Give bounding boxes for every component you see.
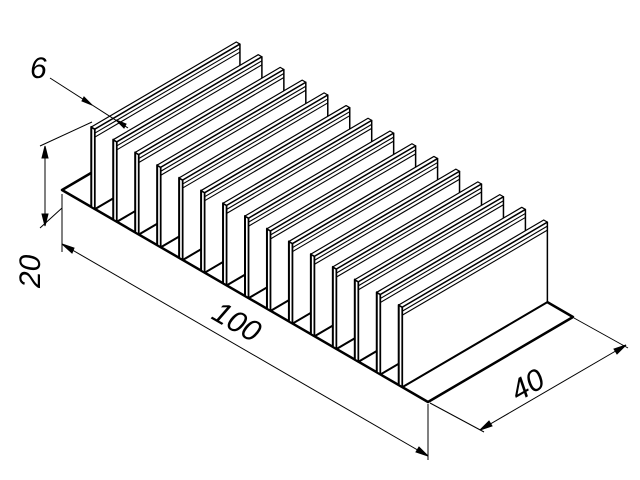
fin-lip-line xyxy=(270,149,416,236)
fin-lip-line xyxy=(204,111,351,198)
fin-lip-line xyxy=(336,187,482,274)
fin-lip-line xyxy=(94,47,241,134)
fin-root-line xyxy=(401,301,548,389)
dim-label-height: 20 xyxy=(14,254,47,289)
fin-lip-line xyxy=(380,216,526,303)
extension-line xyxy=(39,207,63,229)
dim-line-width xyxy=(479,344,627,431)
dim-label-width: 40 xyxy=(505,363,551,408)
fin-lip-line xyxy=(248,140,394,227)
arrowhead xyxy=(41,213,49,227)
dimension-lines xyxy=(39,77,629,460)
fin-lip-line xyxy=(160,85,307,172)
fin-lip-line xyxy=(358,204,504,291)
extension-line xyxy=(429,402,485,433)
fin-lip-line xyxy=(292,162,438,249)
fin-lip-line xyxy=(402,229,548,316)
fin-lip-line xyxy=(182,98,329,185)
arrowhead xyxy=(613,344,627,355)
fin-lip-line xyxy=(358,200,504,287)
fin-lip-line xyxy=(248,136,394,223)
arrowhead xyxy=(415,446,429,457)
extension-line xyxy=(39,121,93,147)
fin-lip-line xyxy=(314,178,460,265)
fin-lip-line xyxy=(336,191,482,278)
fin-lip-line xyxy=(314,174,460,261)
arrowhead xyxy=(115,119,127,129)
fin-lip-line xyxy=(292,166,438,253)
fin-lip-line xyxy=(270,153,416,240)
arrowhead xyxy=(41,145,49,159)
fin-lip-line xyxy=(226,123,372,210)
arrowhead xyxy=(61,243,75,254)
fin-lip-line xyxy=(116,60,263,147)
fin-lip-line xyxy=(160,89,307,176)
fin-lip-line xyxy=(116,64,263,151)
dim-line-length xyxy=(61,243,429,457)
fin-lip-line xyxy=(402,225,548,312)
arrowhead xyxy=(479,420,493,431)
fin-lip-line xyxy=(380,212,526,299)
fin-lip-line xyxy=(204,115,351,202)
heatsink-geometry xyxy=(60,41,575,404)
dim-label-pitch: 6 xyxy=(30,52,47,85)
arrowhead xyxy=(81,96,93,106)
fin-lip-line xyxy=(182,102,329,189)
extension-line xyxy=(573,317,629,349)
fin-lip-line xyxy=(226,127,372,214)
fin-lip-line xyxy=(138,77,285,163)
fin-lip-line xyxy=(138,73,285,159)
